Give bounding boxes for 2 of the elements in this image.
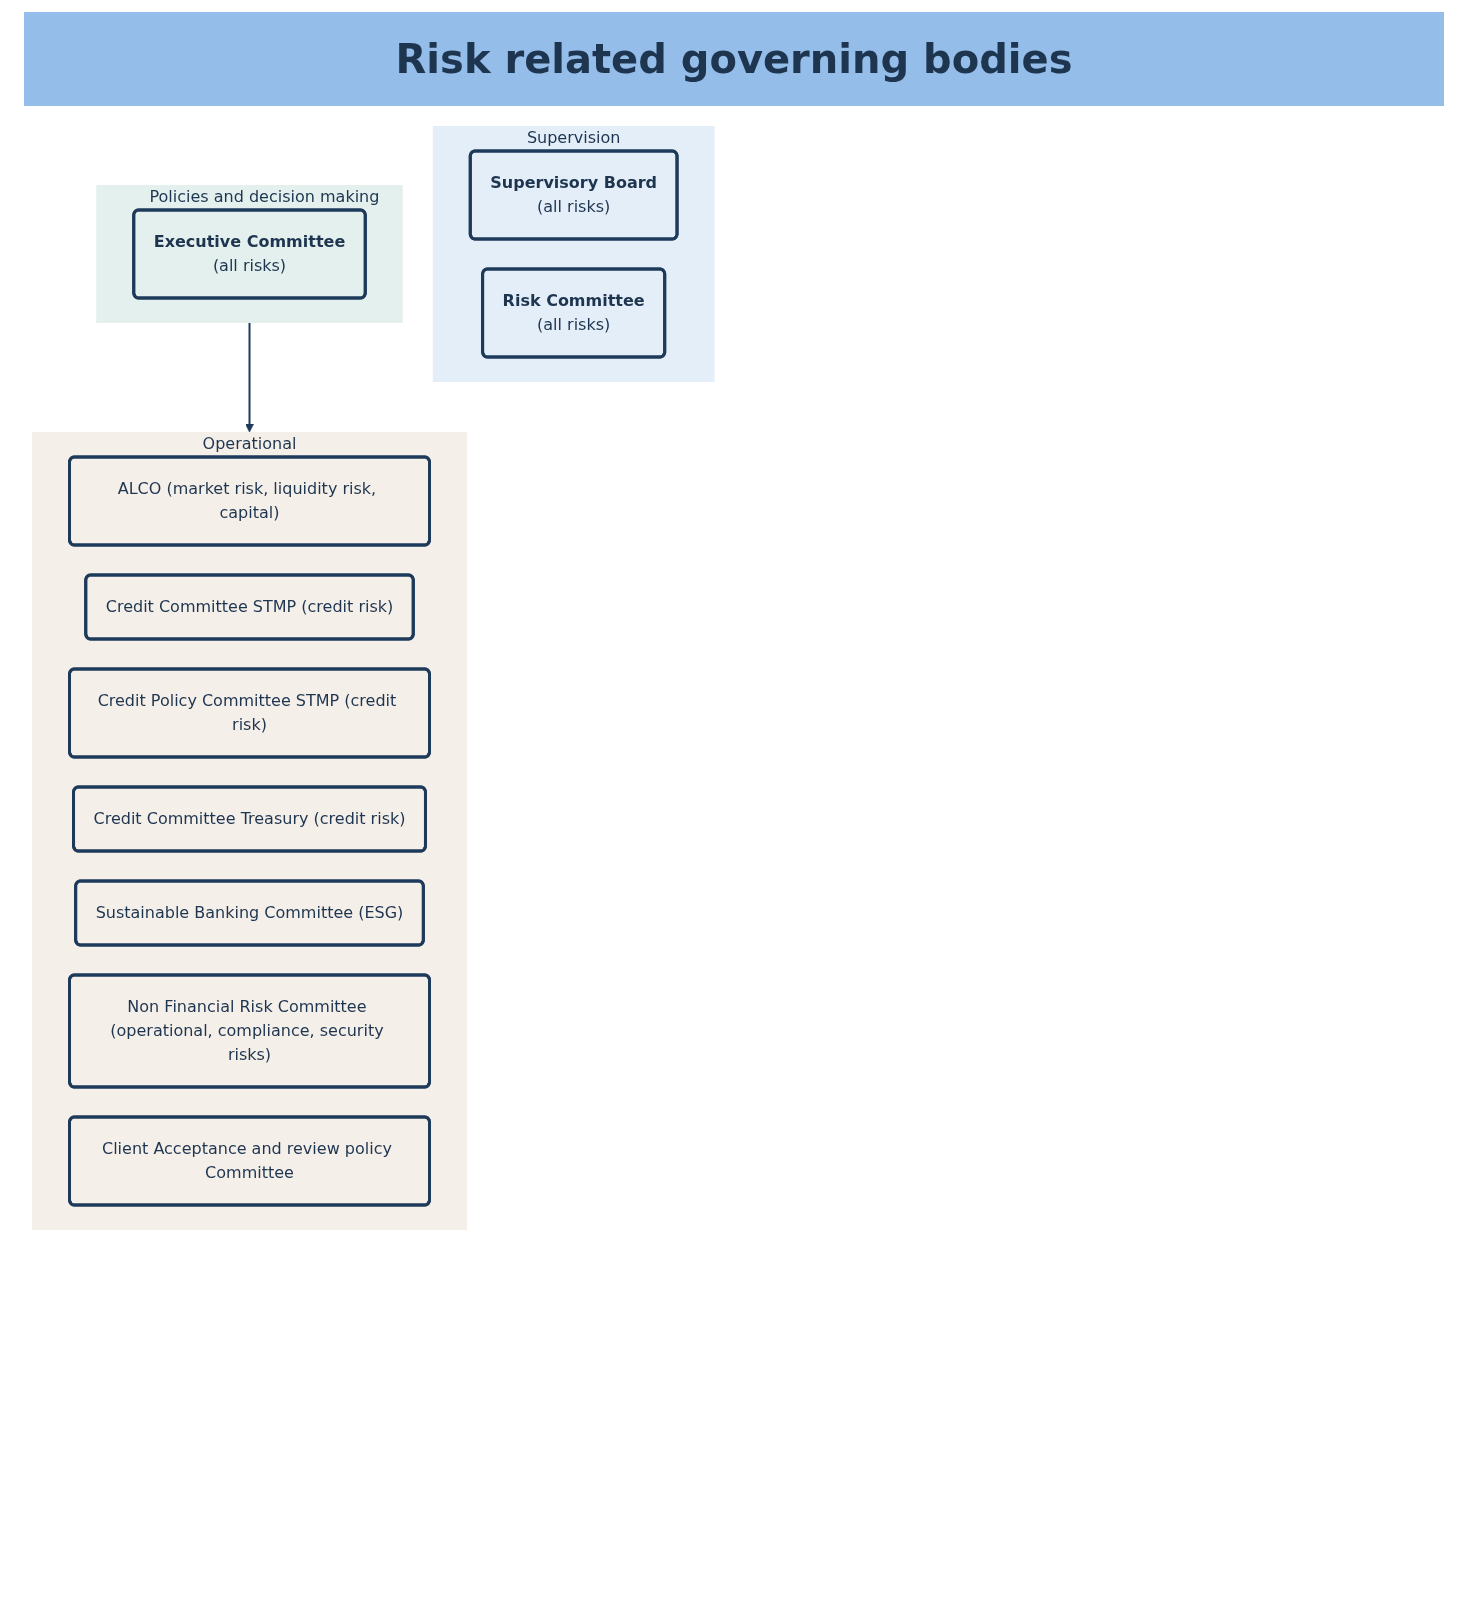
arrow	[245, 322, 254, 433]
title-banner: Risk related governing bodies	[24, 12, 1444, 106]
